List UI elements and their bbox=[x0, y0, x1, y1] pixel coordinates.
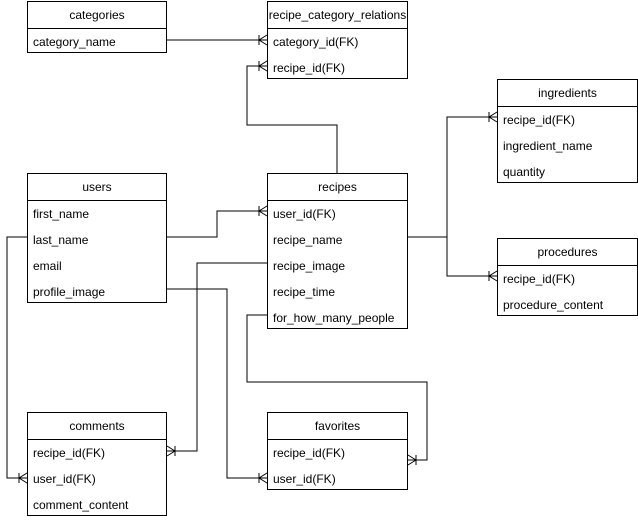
crowfoot-recipes-user-id bbox=[258, 205, 268, 217]
connector-recipes-to-procedures bbox=[446, 237, 497, 277]
entity-recipes[interactable]: recipes user_id(FK) recipe_name recipe_i… bbox=[267, 173, 408, 329]
entity-ingredients[interactable]: ingredients recipe_id(FK) ingredient_nam… bbox=[497, 79, 638, 183]
field-recipe-id: recipe_id(FK) bbox=[503, 272, 576, 286]
field-first-name: first_name bbox=[33, 207, 90, 221]
field-for-how-many-people: for_how_many_people bbox=[273, 311, 395, 325]
field-profile-image: profile_image bbox=[33, 285, 106, 299]
field-recipe-time: recipe_time bbox=[273, 285, 336, 299]
connector-recipes-to-comments bbox=[167, 262, 267, 452]
connector-recipes-to-relations bbox=[246, 65, 338, 173]
entity-categories[interactable]: categories category_name bbox=[27, 1, 167, 53]
entity-title: comments bbox=[28, 413, 166, 440]
entity-title: recipes bbox=[268, 174, 407, 201]
entity-title: categories bbox=[28, 2, 166, 29]
entity-users[interactable]: users first_name last_name email profile… bbox=[27, 173, 167, 303]
crowfoot-ingredients-recipe-id bbox=[488, 111, 498, 123]
crowfoot-comments-recipe-id bbox=[166, 445, 176, 457]
crowfoot-favorites-user-id bbox=[258, 472, 268, 484]
crowfoot-relations-category-id bbox=[258, 34, 268, 46]
field-category-name: category_name bbox=[33, 35, 116, 49]
entity-title: ingredients bbox=[498, 80, 637, 107]
connector-recipes-to-ingredients bbox=[408, 116, 497, 238]
entity-procedures[interactable]: procedures recipe_id(FK) procedure_conte… bbox=[497, 238, 638, 316]
connector-users-to-favorites bbox=[167, 288, 267, 479]
field-last-name: last_name bbox=[33, 233, 89, 247]
field-quantity: quantity bbox=[503, 165, 546, 179]
entity-favorites[interactable]: favorites recipe_id(FK) user_id(FK) bbox=[267, 412, 408, 490]
field-ingredient-name: ingredient_name bbox=[503, 139, 593, 153]
connector-users-to-recipes bbox=[167, 210, 267, 238]
entity-title: procedures bbox=[498, 239, 637, 266]
field-user-id: user_id(FK) bbox=[273, 472, 336, 486]
crowfoot-favorites-recipe-id bbox=[407, 454, 417, 466]
connector-recipes-to-favorites bbox=[246, 314, 428, 461]
field-recipe-id: recipe_id(FK) bbox=[503, 113, 576, 127]
field-recipe-image: recipe_image bbox=[273, 259, 346, 273]
connector-users-to-comments bbox=[6, 236, 27, 479]
entity-comments[interactable]: comments recipe_id(FK) user_id(FK) comme… bbox=[27, 412, 167, 516]
field-email: email bbox=[33, 259, 62, 273]
entity-title: users bbox=[28, 174, 166, 201]
field-comment-content: comment_content bbox=[33, 498, 129, 512]
entity-title: recipe_category_relations bbox=[268, 2, 407, 29]
field-recipe-id: recipe_id(FK) bbox=[273, 61, 346, 75]
field-category-id: category_id(FK) bbox=[273, 35, 359, 49]
field-recipe-name: recipe_name bbox=[273, 233, 343, 247]
field-recipe-id: recipe_id(FK) bbox=[33, 446, 106, 460]
entity-title: favorites bbox=[268, 413, 407, 440]
entity-recipe-category-relations[interactable]: recipe_category_relations category_id(FK… bbox=[267, 1, 408, 79]
field-procedure-content: procedure_content bbox=[503, 298, 604, 312]
field-user-id: user_id(FK) bbox=[33, 472, 96, 486]
field-recipe-id: recipe_id(FK) bbox=[273, 446, 346, 460]
crowfoot-relations-recipe-id bbox=[258, 60, 268, 72]
crowfoot-procedures-recipe-id bbox=[488, 270, 498, 282]
crowfoot-comments-user-id bbox=[18, 472, 28, 484]
field-user-id: user_id(FK) bbox=[273, 207, 336, 221]
